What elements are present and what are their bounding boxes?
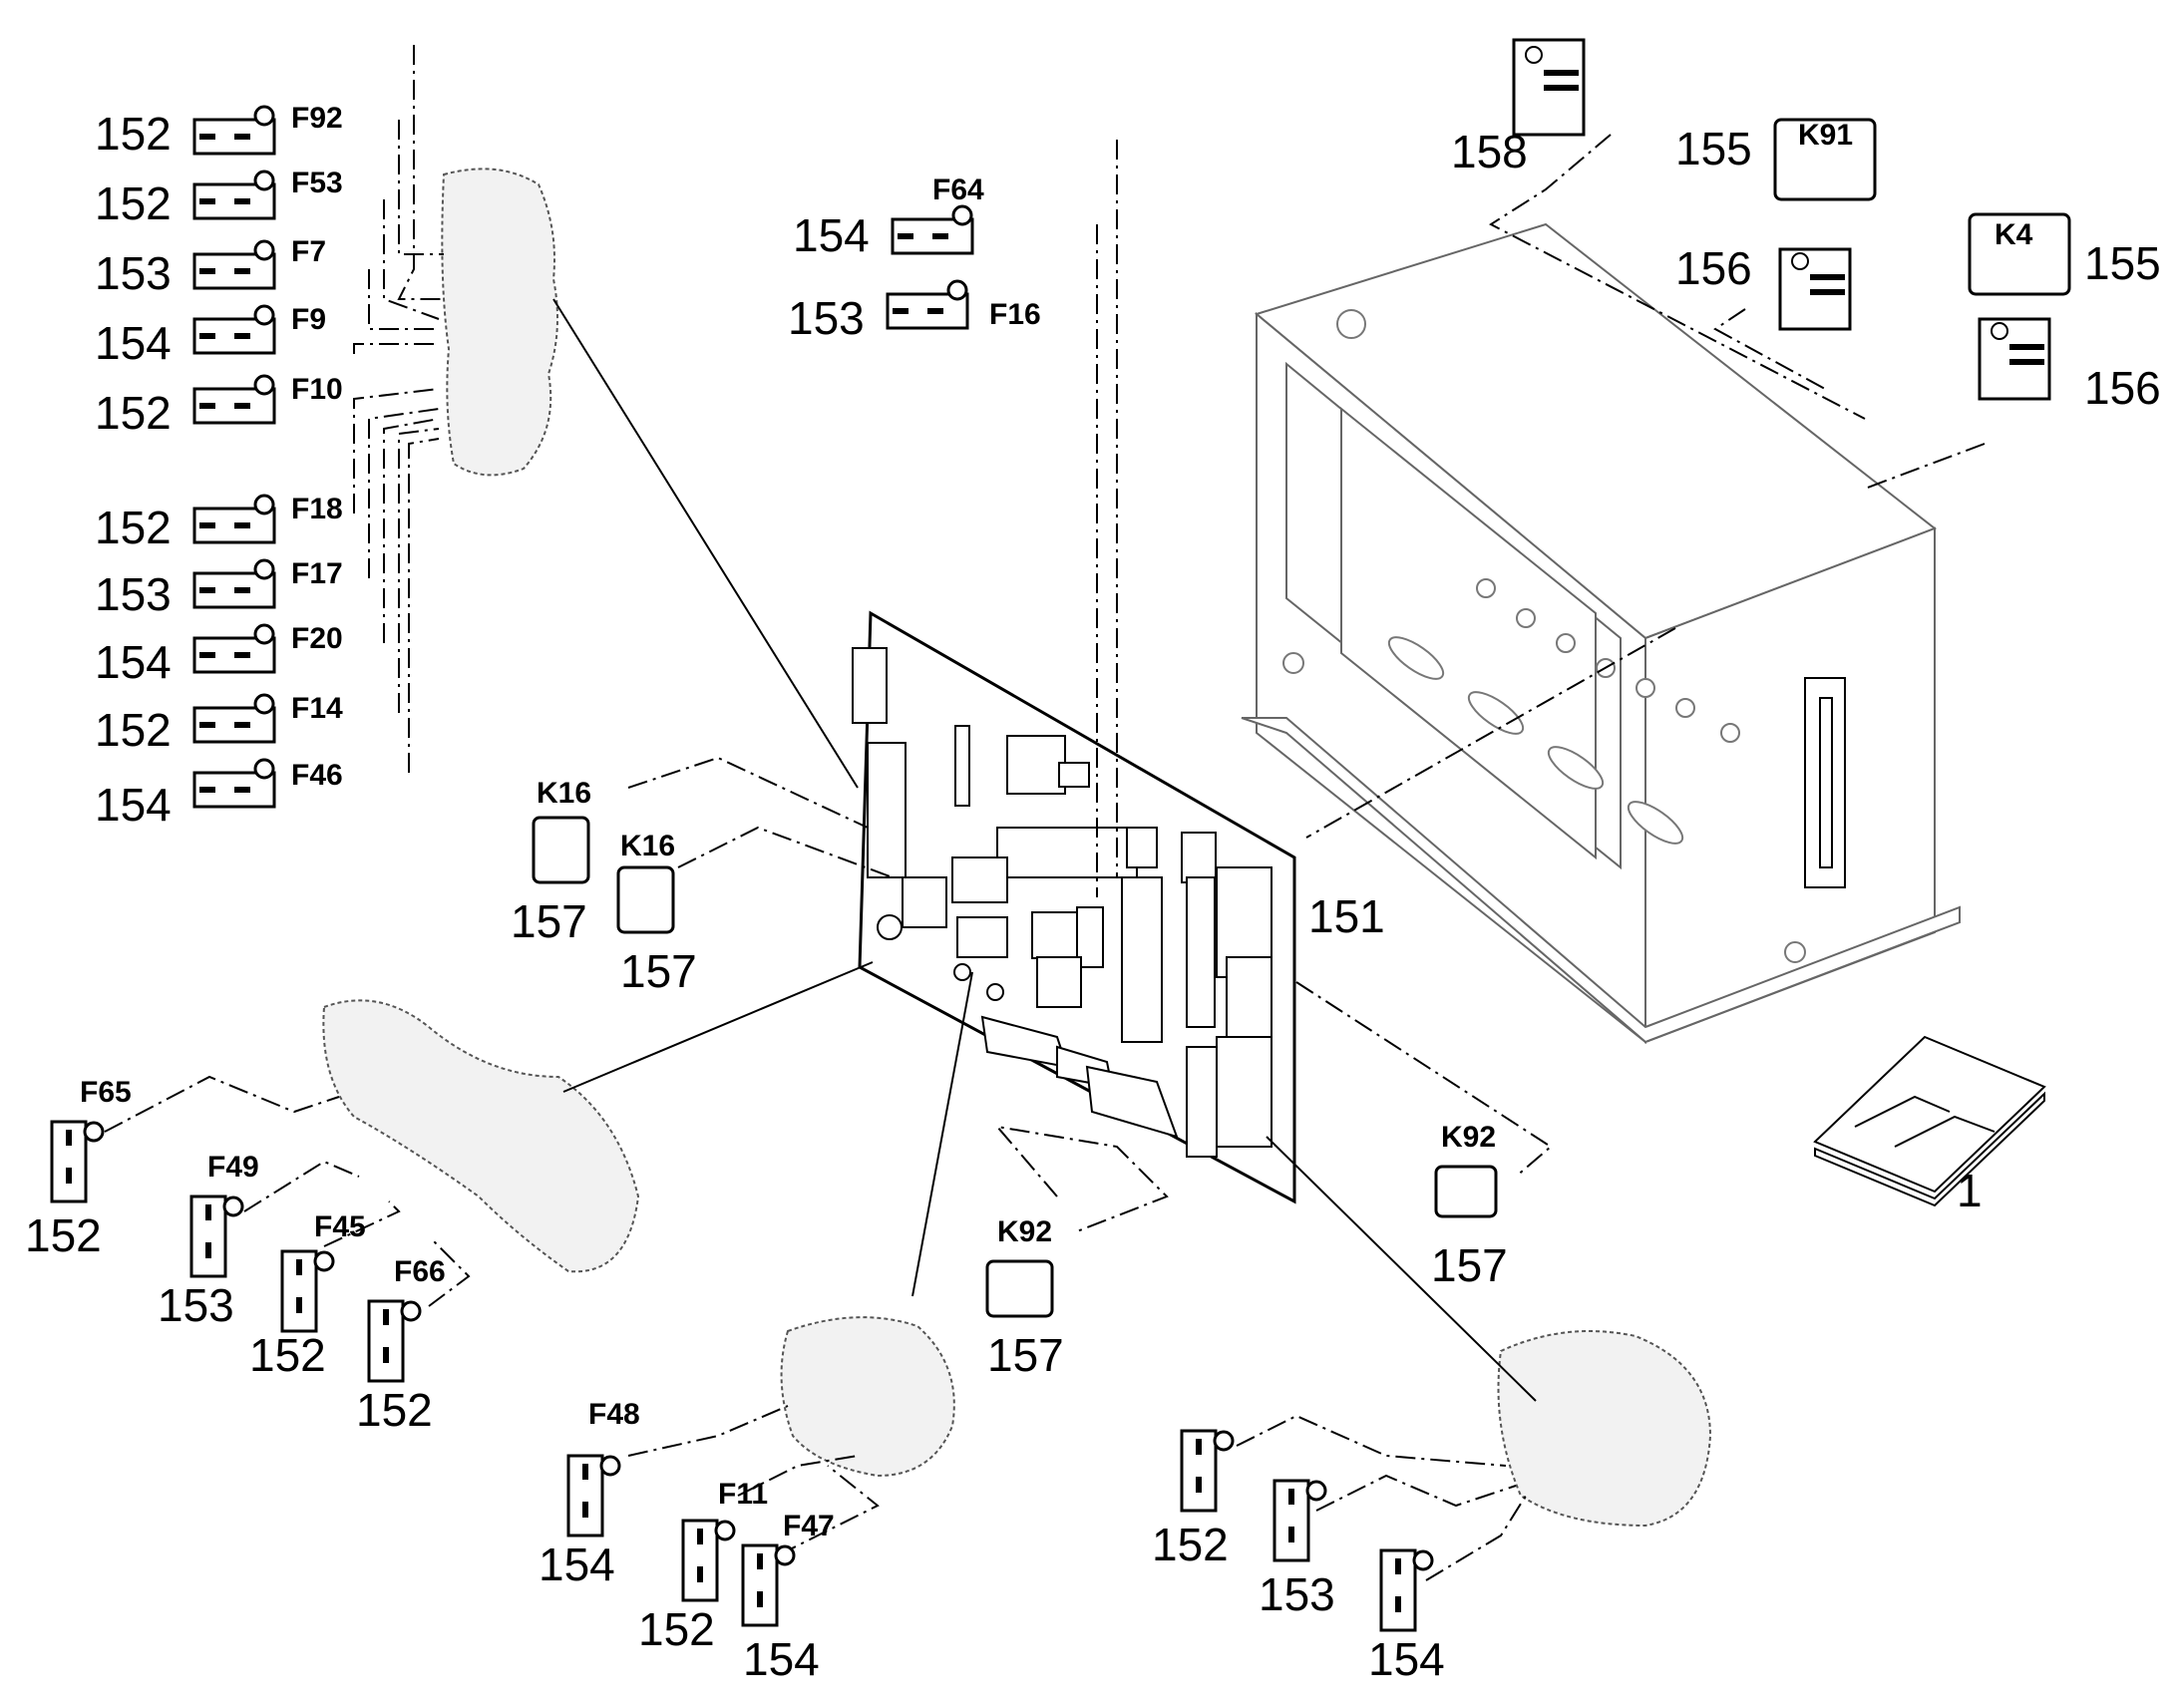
fuse-part-number: 154 — [95, 317, 172, 369]
relay-k16 — [532, 816, 590, 884]
fuse-code: F16 — [989, 298, 1041, 331]
fuse-f45 — [280, 1249, 335, 1333]
fuse-f92 — [192, 105, 276, 156]
fuse-f9 — [192, 304, 276, 355]
fuse-f20 — [192, 623, 276, 674]
fuse-code: F9 — [291, 303, 326, 336]
relay-holder — [1512, 38, 1586, 137]
relay-part-number: 157 — [1431, 1239, 1508, 1291]
fuse-f47 — [741, 1543, 796, 1627]
relay-k91 — [1773, 118, 1877, 201]
relay-code: K92 — [1441, 1121, 1496, 1154]
relay-k92 — [1434, 1165, 1498, 1218]
relay-socket-b — [1978, 317, 2051, 401]
fuse-part-number: 153 — [158, 1279, 234, 1331]
fuse-part-number: 152 — [95, 387, 172, 439]
fuse-code: F47 — [783, 1510, 835, 1542]
fuse-br3 — [1379, 1548, 1434, 1632]
fuse-f66 — [367, 1299, 422, 1383]
enclosure-box — [1241, 222, 1961, 1045]
fuse-part-number: 154 — [793, 209, 870, 261]
fuse-code: F17 — [291, 557, 343, 590]
relay-socket-a — [1778, 247, 1852, 331]
fuse-f18 — [192, 494, 276, 544]
fuse-f17 — [192, 558, 276, 609]
relay-k16 — [616, 865, 675, 934]
relay-part-number: 157 — [511, 895, 587, 947]
fuse-part-number: 154 — [1368, 1633, 1445, 1685]
fuse-code: F45 — [314, 1210, 366, 1243]
part-number-socket-b: 156 — [2084, 362, 2161, 414]
relay-part-number: 155 — [2084, 237, 2161, 289]
fuse-code: F92 — [291, 102, 343, 135]
fuse-part-number: 152 — [95, 704, 172, 756]
fuse-f11 — [681, 1519, 736, 1602]
fuse-f46 — [192, 758, 276, 809]
part-number-board: 151 — [1308, 890, 1385, 942]
fuse-code: F7 — [291, 235, 326, 268]
fuse-f53 — [192, 170, 276, 220]
fuse-part-number: 152 — [95, 177, 172, 229]
fuse-part-number: 152 — [249, 1329, 326, 1381]
part-number-socket-a: 156 — [1675, 242, 1752, 294]
fuse-part-number: 152 — [638, 1603, 715, 1655]
fuse-part-number: 153 — [1259, 1568, 1335, 1620]
fuse-code: F10 — [291, 373, 343, 406]
fuse-part-number: 152 — [356, 1384, 433, 1436]
fuse-code: F65 — [80, 1076, 132, 1109]
fuse-f49 — [189, 1195, 244, 1278]
leader-lines — [104, 45, 1986, 1581]
fuse-part-number: 154 — [743, 1633, 820, 1685]
fuse-zone-left — [322, 999, 640, 1273]
fuse-f16 — [886, 279, 969, 330]
fuse-part-number: 153 — [95, 247, 172, 299]
fuse-part-number: 154 — [539, 1538, 615, 1590]
relay-code: K16 — [537, 777, 591, 810]
fuse-zone-top — [441, 168, 558, 477]
fuse-code: F64 — [932, 173, 984, 206]
fuse-f48 — [566, 1454, 621, 1537]
relay-code: K91 — [1798, 119, 1853, 152]
fuse-br2 — [1272, 1479, 1327, 1562]
fuse-f14 — [192, 693, 276, 744]
circuit-board — [852, 610, 1296, 1204]
fuse-code: F53 — [291, 167, 343, 199]
fuse-code: F46 — [291, 759, 343, 792]
fuse-code: F49 — [207, 1151, 259, 1184]
fuse-code: F20 — [291, 622, 343, 655]
relay-code: K92 — [997, 1215, 1052, 1248]
relay-part-number: 157 — [987, 1329, 1064, 1381]
fuse-code: F48 — [588, 1398, 640, 1431]
fuse-zone-right — [1497, 1330, 1712, 1528]
manual-stack — [1813, 1035, 2046, 1207]
fuse-part-number: 152 — [95, 502, 172, 553]
fuse-f10 — [192, 374, 276, 425]
fuse-code: F18 — [291, 493, 343, 525]
relay-k92 — [985, 1259, 1054, 1318]
fuse-part-number: 153 — [95, 568, 172, 620]
fuse-code: F66 — [394, 1255, 446, 1288]
fuse-part-number: 153 — [788, 292, 865, 344]
relay-code: K4 — [1995, 218, 2033, 251]
fuse-zone-bottom — [780, 1316, 955, 1478]
fuse-part-number: 154 — [95, 779, 172, 831]
fuse-part-number: 152 — [25, 1209, 102, 1261]
relay-code: K16 — [620, 830, 675, 862]
fuse-part-number: 154 — [95, 636, 172, 688]
fuse-f64 — [891, 204, 974, 255]
fuse-part-number: 152 — [95, 108, 172, 160]
relay-k4 — [1968, 212, 2071, 296]
relay-part-number: 155 — [1675, 123, 1752, 174]
relay-part-number: 157 — [620, 945, 697, 997]
fuse-f65 — [50, 1120, 105, 1203]
fuse-br1 — [1180, 1429, 1235, 1513]
fuse-code: F14 — [291, 692, 343, 725]
fuse-code: F11 — [718, 1478, 768, 1511]
fuse-f7 — [192, 239, 276, 290]
fuse-part-number: 152 — [1152, 1519, 1229, 1570]
part-number-manual: 1 — [1957, 1165, 1983, 1216]
